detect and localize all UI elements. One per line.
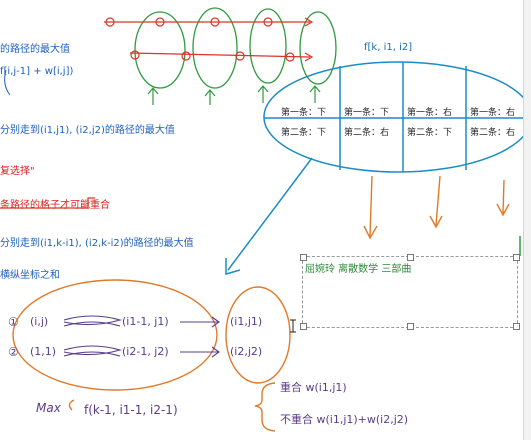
state-label: f[k, i1, i2] [364,42,413,53]
row1-mid: (i1-1, j1) [122,315,169,328]
cell-1-first: 第一条：下 [281,108,327,118]
cell-4-second: 第二条：右 [470,128,516,138]
row2-end: (i2,j2) [230,345,263,358]
case-no-overlap: 不重合 w(i1,j1)+w(i2,j2) [280,413,409,426]
cell-4-first: 第一条：右 [470,108,516,118]
row2-mid: (i2-1, j2) [122,345,169,358]
right-scrollbar[interactable] [523,0,531,440]
note-line-3: 分别走到(i1,j1), (i2,j2)的路径的最大值 [0,125,175,136]
resize-handle-bl[interactable] [300,323,307,330]
mark-two: ② [8,345,19,359]
resize-handle-b[interactable] [407,323,414,330]
text-box-content[interactable]: 屈婉玲 离散数学 三部曲 [305,264,412,275]
note-line-7: 横纵坐标之和 [0,270,60,281]
case-overlap: 重合 w(i1,j1) [280,381,347,394]
max-label: Max [36,401,61,415]
note-line-4: 复选择" [0,166,35,177]
mark-one: ① [8,315,19,329]
note-line-6: 分别走到(i1,k-i1), (i2,k-i2)的路径的最大值 [0,238,194,249]
note-line-2: f[i,j-1] + w[i,j]) [0,66,74,77]
row1-start: (i,j) [30,315,49,328]
resize-handle-tr[interactable] [513,254,520,261]
cell-3-second: 第二条：下 [407,128,453,138]
green-circle-group [104,7,337,105]
state-ellipse [225,61,531,275]
row1-end: (i1,j1) [230,315,263,328]
cell-2-first: 第一条：下 [344,108,390,118]
row2-start: (1,1) [30,345,57,358]
cell-2-second: 第二条：右 [344,128,390,138]
cell-3-first: 第一条：右 [407,108,453,118]
resize-handle-t[interactable] [407,254,414,261]
resize-handle-tl[interactable] [300,254,307,261]
max-formula: f(k-1, i1-1, i2-1) [84,403,178,417]
resize-handle-br[interactable] [513,323,520,330]
note-line-5: 条路径的格子才可能重合 [0,200,110,211]
cell-1-second: 第二条：下 [281,128,327,138]
note-line-1: 的路径的最大值 [0,44,70,55]
text-box[interactable]: 屈婉玲 离散数学 三部曲 [300,254,520,330]
